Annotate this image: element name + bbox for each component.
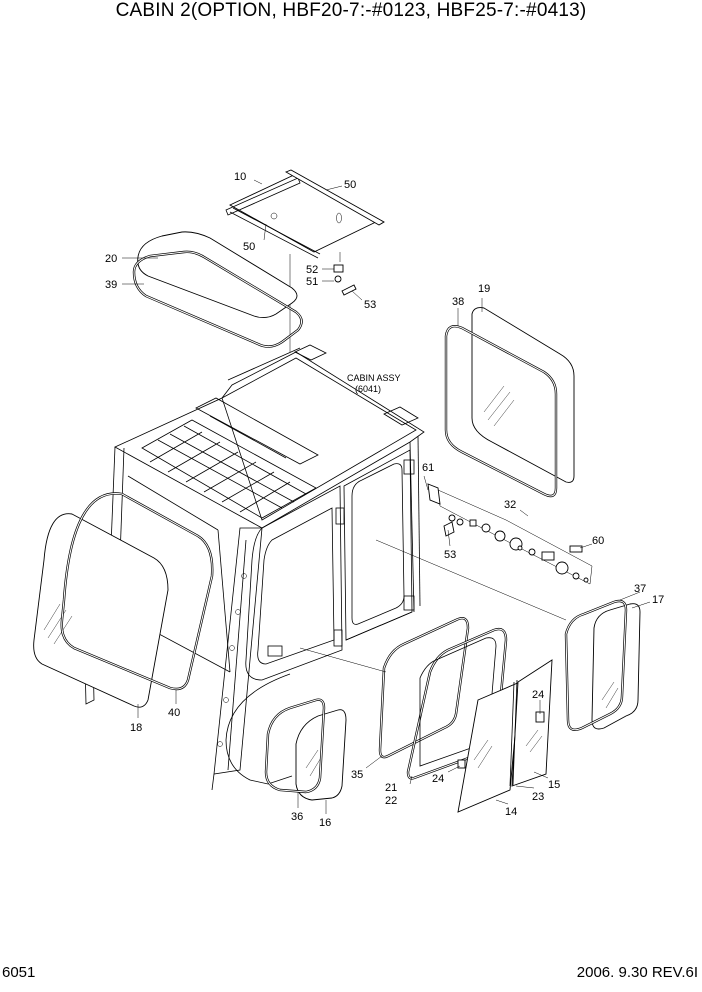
fixed-glass-15 xyxy=(509,659,553,787)
part-label-60: 60 xyxy=(592,535,604,547)
part-label-20: 20 xyxy=(105,253,117,265)
part-label-32: 32 xyxy=(504,499,516,511)
part-label-21: 21 xyxy=(385,782,397,794)
door-frame-21-22 xyxy=(406,627,508,780)
part-label-19: 19 xyxy=(478,283,490,295)
roof-glass-gasket xyxy=(132,250,303,348)
page-code: 6051 xyxy=(2,964,36,981)
part-label-50-upper: 50 xyxy=(344,179,356,191)
left-side-glass-gasket xyxy=(60,492,214,691)
part-label-36: 36 xyxy=(291,811,303,823)
part-label-37: 37 xyxy=(634,583,646,595)
part-label-10: 10 xyxy=(234,171,246,183)
right-side-glass xyxy=(591,603,641,730)
part-label-53-roof: 53 xyxy=(364,299,376,311)
part-label-38: 38 xyxy=(452,296,464,308)
rear-glass-gasket xyxy=(444,325,558,498)
rear-glass xyxy=(471,307,575,483)
part-label-15: 15 xyxy=(548,779,560,791)
sliding-glass-14 xyxy=(457,681,521,813)
roof-fastener-set xyxy=(289,252,357,352)
part-label-24-upper: 24 xyxy=(532,689,544,701)
part-label-61: 61 xyxy=(422,462,434,474)
date-revision: 2006. 9.30 REV.6I xyxy=(576,964,698,981)
part-label-40: 40 xyxy=(168,707,180,719)
right-side-glass-gasket xyxy=(564,599,628,731)
part-label-39: 39 xyxy=(105,279,117,291)
part-label-24-lower: 24 xyxy=(432,773,444,785)
part-label-35: 35 xyxy=(351,769,363,781)
part-label-18: 18 xyxy=(130,722,142,734)
part-label-50-lower: 50 xyxy=(243,241,255,253)
part-label-53-latch: 53 xyxy=(444,549,456,561)
part-label-52: 52 xyxy=(306,264,318,276)
part-label-51: 51 xyxy=(306,276,318,288)
part-label-16: 16 xyxy=(319,817,331,829)
door-gasket-35 xyxy=(378,617,470,759)
part-label-23: 23 xyxy=(532,791,544,803)
leader-lines xyxy=(122,179,651,814)
roof-glass xyxy=(137,231,298,319)
roof-rail-upper xyxy=(284,169,385,226)
page-title: CABIN 2(OPTION, HBF20-7:-#0123, HBF25-7:… xyxy=(115,0,587,21)
part-label-17: 17 xyxy=(652,594,664,606)
cabin-frame xyxy=(83,344,425,791)
part-label-14: 14 xyxy=(505,806,517,818)
part-label-22: 22 xyxy=(385,795,397,807)
door-latch-kit xyxy=(427,483,593,585)
assembly-label-line1: CABIN ASSY xyxy=(347,373,401,383)
assembly-label-line2: (6041) xyxy=(355,384,381,394)
lower-front-glass-gasket xyxy=(264,698,326,794)
